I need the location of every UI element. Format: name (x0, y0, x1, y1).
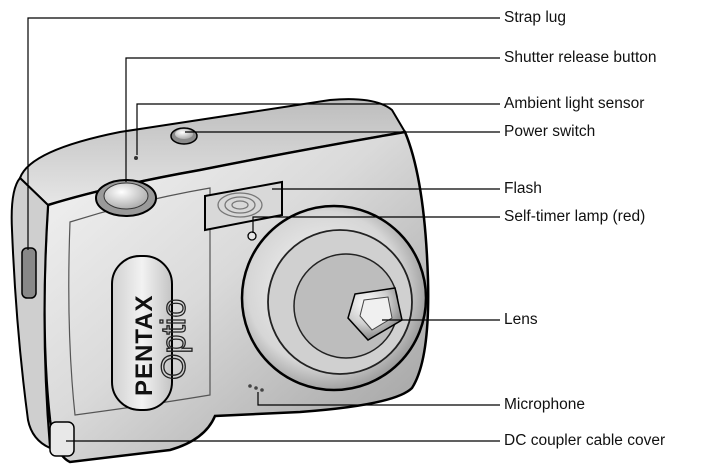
strap-lug-slot (21, 247, 37, 299)
optio-logo: Optio (155, 299, 193, 380)
ambient-light-sensor-dot (134, 156, 138, 160)
label-strap-lug: Strap lug (504, 9, 567, 26)
shutter-button (95, 179, 157, 217)
label-dc-coupler-cable-cover: DC coupler cable cover (504, 432, 666, 449)
flash-window (204, 180, 283, 232)
leader-strap-lug (27, 17, 500, 250)
leader-ambient (136, 103, 500, 155)
self-timer-lamp-dot (247, 231, 257, 241)
label-lens: Lens (504, 311, 538, 328)
camera-left-side (10, 176, 52, 450)
dc-coupler-cover-panel (49, 421, 75, 457)
leader-microphone (257, 392, 500, 406)
lens-assembly (240, 204, 428, 392)
label-flash: Flash (504, 180, 542, 197)
label-self-timer-lamp: Self-timer lamp (red) (504, 208, 646, 225)
label-ambient-light-sensor: Ambient light sensor (504, 95, 645, 112)
leader-shutter (125, 57, 500, 182)
microphone-holes (248, 384, 264, 392)
leader-self-timer (252, 216, 500, 233)
label-shutter-release-button: Shutter release button (504, 49, 657, 66)
pentax-logo: PENTAX (131, 294, 158, 396)
leader-lines (27, 17, 500, 442)
camera-grip (111, 255, 173, 411)
label-power-switch: Power switch (504, 123, 596, 140)
label-microphone: Microphone (504, 396, 585, 413)
